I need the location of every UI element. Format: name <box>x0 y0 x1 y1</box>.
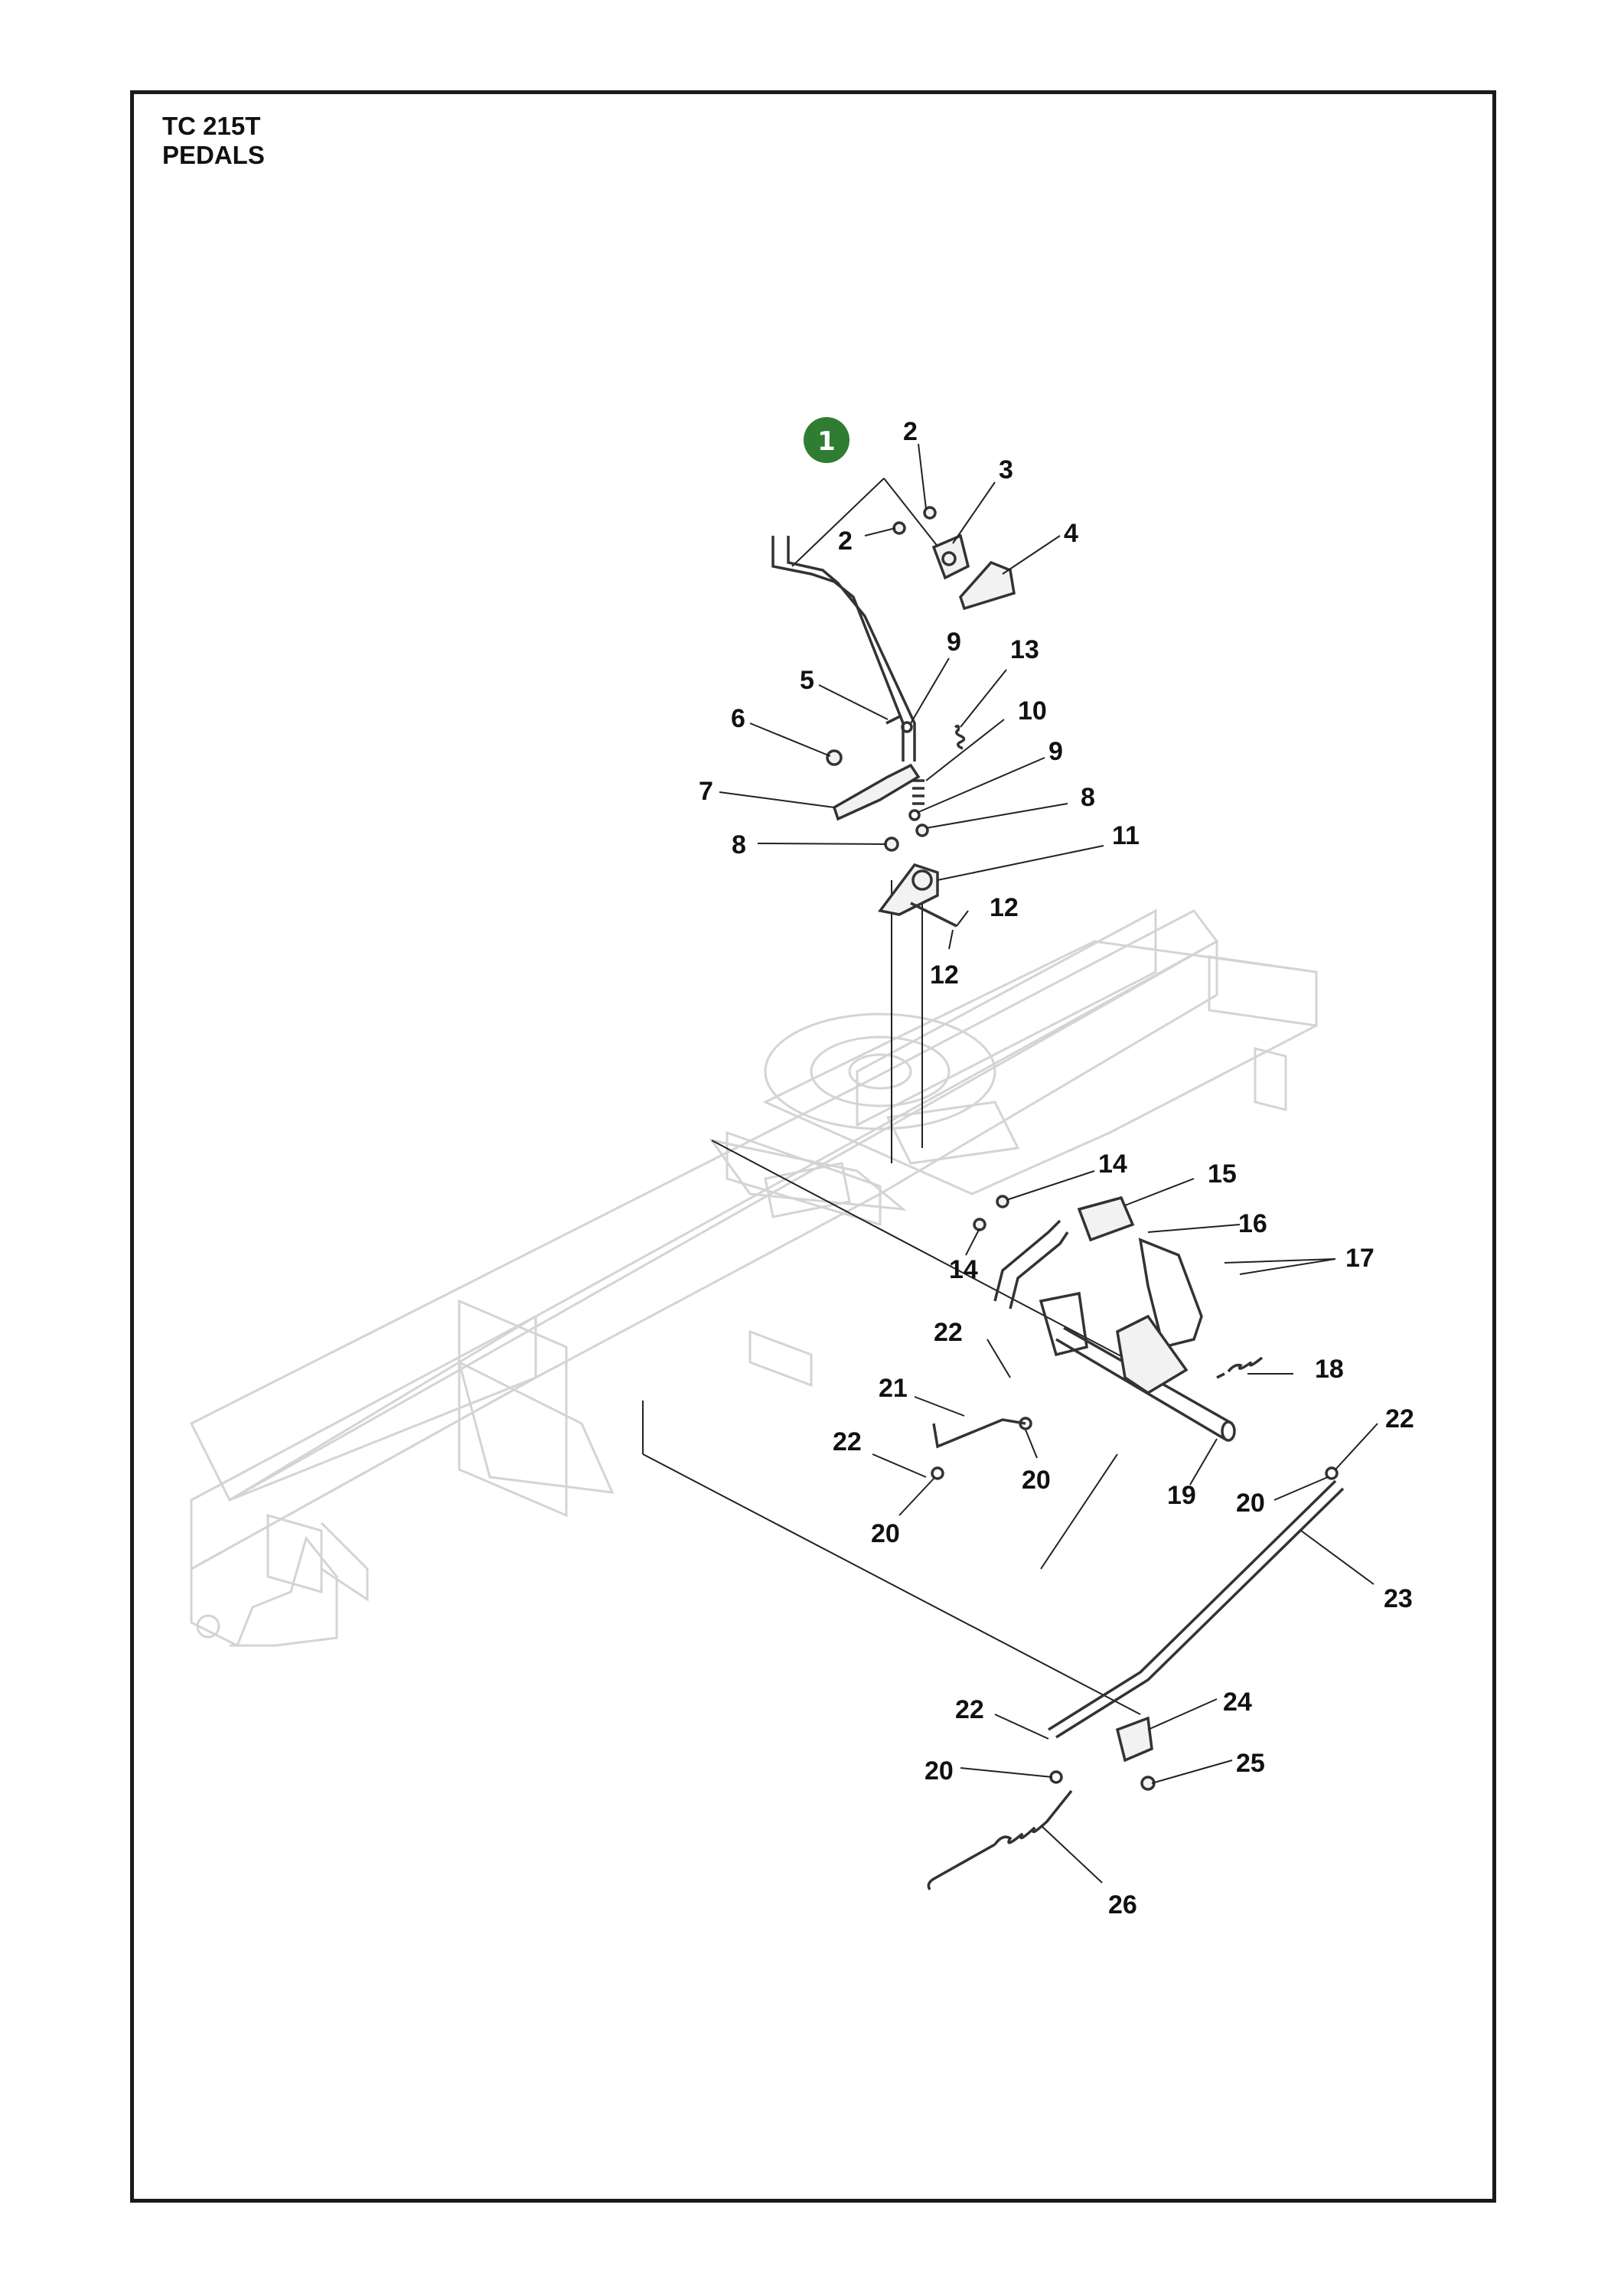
callout-25: 25 <box>1236 1749 1265 1778</box>
callout-14-b: 14 <box>949 1255 978 1284</box>
rod-21-part <box>932 1418 1026 1449</box>
callout-6: 6 <box>731 704 745 733</box>
callout-20-c: 20 <box>871 1519 900 1548</box>
callout-17: 17 <box>1345 1244 1375 1273</box>
arm-part <box>832 763 921 821</box>
callout-labels: 2 3 2 4 9 13 5 6 10 9 7 8 8 11 12 12 14 … <box>699 417 1414 1919</box>
callout-13: 13 <box>1010 635 1039 664</box>
callout-9-a: 9 <box>947 628 961 657</box>
callout-22-c: 22 <box>833 1427 862 1456</box>
callout-11: 11 <box>1112 821 1140 850</box>
callout-15: 15 <box>1208 1159 1237 1189</box>
callout-23: 23 <box>1384 1584 1413 1613</box>
callout-18: 18 <box>1315 1355 1344 1384</box>
callout-4: 4 <box>1064 519 1078 548</box>
chassis-frame-ghost <box>189 908 1318 1648</box>
callout-20-b: 20 <box>1236 1489 1265 1518</box>
callout-22-d: 22 <box>955 1695 984 1724</box>
pedal-pad-15-part <box>1077 1195 1135 1242</box>
callout-12-b: 12 <box>930 960 959 990</box>
model-name: TC 215T <box>162 112 261 140</box>
bracket-part <box>877 863 939 916</box>
tension-spring-part <box>1216 1356 1264 1379</box>
callout-2-b: 2 <box>838 527 853 556</box>
callout-10: 10 <box>1018 696 1047 726</box>
parts-drawings <box>771 506 1345 1890</box>
callout-8-b: 8 <box>732 830 746 859</box>
drawing-title: TC 215T PEDALS <box>162 112 265 170</box>
callout-20-d: 20 <box>925 1756 954 1786</box>
callout-9-b: 9 <box>1048 737 1063 766</box>
callout-7: 7 <box>699 777 713 806</box>
bolt-part <box>892 521 906 535</box>
spring-part <box>954 724 966 750</box>
rod-23-part <box>1048 1479 1345 1739</box>
callout-22-b: 22 <box>1385 1404 1414 1433</box>
callout-26: 26 <box>1108 1890 1137 1919</box>
callout-12-a: 12 <box>990 893 1019 922</box>
pedal-lever-part <box>771 536 916 762</box>
compression-spring-part <box>912 779 925 805</box>
leader-lines <box>719 443 1378 1883</box>
drawing-frame <box>130 90 1496 2203</box>
callout-3: 3 <box>999 455 1013 484</box>
callout-16: 16 <box>1238 1209 1267 1238</box>
pedal-assembly-part <box>993 1219 1203 1357</box>
callout-14-a: 14 <box>1098 1150 1127 1179</box>
badge-label: 1 <box>817 426 836 457</box>
item-badge: 1 <box>804 417 850 463</box>
reference-lines <box>642 478 1141 1715</box>
callout-2-a: 2 <box>903 417 918 446</box>
callout-19: 19 <box>1167 1481 1196 1510</box>
callout-8-a: 8 <box>1081 783 1095 812</box>
badge-circle <box>804 417 850 463</box>
callout-20-a: 20 <box>1022 1466 1051 1495</box>
callout-22-a: 22 <box>934 1318 963 1347</box>
bolt-part <box>923 506 937 520</box>
pad-holder-part <box>931 533 970 580</box>
callout-21: 21 <box>879 1374 908 1403</box>
section-name: PEDALS <box>162 141 265 169</box>
pin-part <box>885 714 902 725</box>
spring-26-part <box>927 1789 1073 1890</box>
screw-part <box>826 749 843 766</box>
pedal-pad-part <box>959 560 1016 611</box>
callout-5: 5 <box>800 666 814 695</box>
callout-24: 24 <box>1223 1688 1252 1717</box>
